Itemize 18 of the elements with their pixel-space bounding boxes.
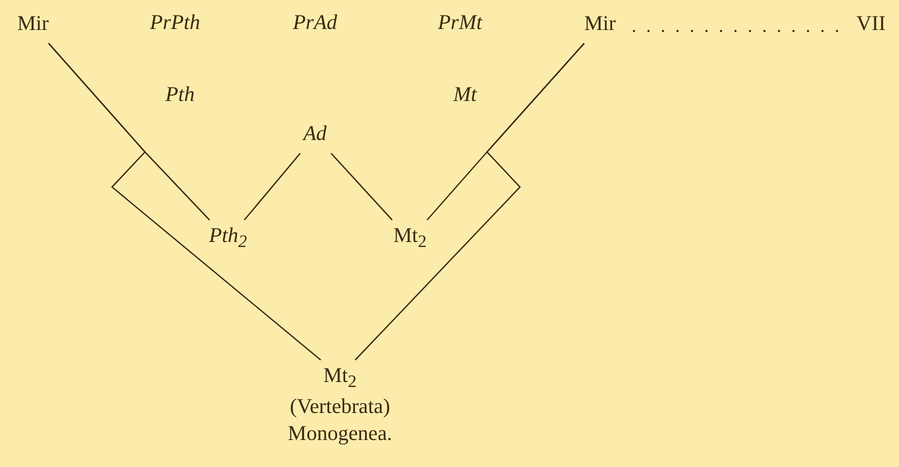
taxon-label: (Vertebrata) [288, 392, 392, 420]
taxon-label: PrAd [292, 10, 338, 36]
tree-branch [354, 42, 585, 360]
taxon-label: Pth [164, 82, 196, 108]
taxon-label: PrMt [436, 10, 484, 36]
taxon-label: VII [855, 10, 887, 37]
taxon-label: Mir [583, 10, 617, 37]
taxon-label: PrPth [148, 10, 202, 36]
taxon-label: Ad [301, 120, 328, 147]
tree-branch [48, 42, 322, 360]
tree-branch [244, 152, 301, 220]
taxon-label: Mt [452, 82, 478, 108]
taxon-label: Mt$_{2}$ [392, 222, 428, 253]
taxon-label: Pth$_{2}$ [208, 222, 248, 253]
taxon-label: Monogenea. [286, 420, 394, 448]
taxon-label: Mir [16, 10, 50, 37]
tree-branch [330, 152, 393, 220]
taxon-label: Mt$_{2}$ [322, 362, 358, 393]
